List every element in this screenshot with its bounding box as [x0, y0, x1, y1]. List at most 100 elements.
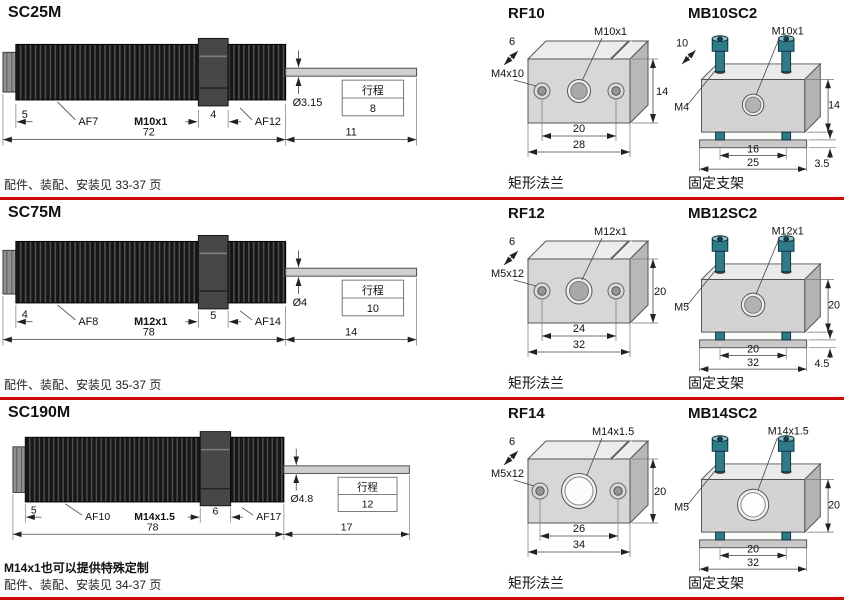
rear-cap	[12, 446, 26, 493]
flange-caption: 矩形法兰	[508, 575, 564, 591]
af-body-label: AF10	[85, 512, 110, 523]
bracket-title: MB10SC2	[688, 5, 758, 22]
piston-rod	[285, 67, 418, 77]
bracket-base-label: 3.5	[814, 158, 829, 170]
flange-drawing: 6 M5x12 M12x1 20 24 32	[491, 226, 666, 357]
front-len-label: 4	[22, 309, 28, 321]
bracket-column: MB14SC2	[670, 402, 844, 597]
bracket-screw-label: M4	[674, 102, 689, 114]
flange-width-label: 32	[573, 339, 585, 351]
flange-plate	[526, 239, 650, 325]
flange-column: RF10 6 M4x10 M10x1	[490, 2, 670, 197]
special-note: M14x1也可以提供特殊定制	[4, 561, 149, 575]
base-strip	[699, 539, 808, 549]
flange-dimensions: 6 M5x12 M12x1 20 24 32	[491, 226, 666, 357]
footer-note: 配件、装配、安装见 33-37 页	[4, 178, 162, 192]
piston-rod	[285, 267, 418, 277]
flange-hole-spacing-label: 26	[573, 523, 585, 535]
rod-len-label: 17	[341, 522, 353, 533]
absorber-drawing: Ø4 行程 10 4 AF8 M12x1 5 AF14	[2, 234, 418, 346]
product-section-sc75m: SC75M Ø4 行程 10	[0, 200, 844, 397]
cap-screw-right	[777, 35, 795, 141]
bracket-caption: 固定支架	[688, 575, 744, 591]
rod-dia-label: Ø4.8	[291, 494, 314, 505]
shock-absorber-column: SC75M Ø4 行程 10	[0, 202, 490, 397]
af-body-label: AF7	[78, 116, 98, 128]
cap-screw-left	[711, 35, 729, 141]
af-nut-label: AF14	[255, 316, 281, 328]
thread-label: M12x1	[134, 316, 167, 328]
bracket-block	[699, 462, 822, 549]
bracket-block	[699, 62, 822, 149]
stroke-label: 行程	[357, 481, 378, 494]
hex-nut	[197, 37, 229, 107]
bracket-thread-label: M12x1	[772, 226, 804, 238]
flange-screw-label: M5x12	[491, 468, 524, 480]
model-title: SC75M	[8, 204, 62, 221]
flange-height-label: 20	[654, 286, 666, 298]
bracket-drawing: 10 M4 M10x1 14 3.5	[674, 26, 840, 173]
section-divider	[0, 597, 844, 600]
body-len-label: 72	[143, 127, 155, 139]
piston-rod	[283, 465, 410, 474]
section-divider	[0, 197, 844, 200]
flange-column: RF12 6 M5x12 M12x1	[490, 202, 670, 397]
flange-thread-label: M14x1.5	[592, 426, 634, 438]
bracket-depth-label: 10	[676, 37, 688, 49]
flange-caption: 矩形法兰	[508, 375, 564, 391]
flange-hole-spacing-label: 24	[573, 323, 585, 335]
flange-height-label: 14	[656, 86, 668, 98]
bracket-dimensions: 10 M4 M10x1 14 3.5	[674, 26, 840, 173]
front-len-label: 5	[22, 109, 28, 121]
nut-len-label: 6	[213, 506, 219, 517]
bracket-screw-spacing-label: 20	[747, 544, 759, 556]
threaded-body-front	[227, 240, 287, 304]
base-dim: 3.5	[808, 129, 836, 170]
footer-note: 配件、装配、安装见 34-37 页	[4, 578, 162, 592]
flange-drawing: 6 M4x10 M10x1 14 20 28	[491, 26, 668, 157]
flange-width-label: 34	[573, 539, 585, 551]
threaded-body	[15, 240, 199, 304]
bracket-screw-spacing-label: 16	[747, 144, 759, 156]
absorber-body-group	[2, 234, 418, 310]
bracket-thread-label: M10x1	[772, 26, 804, 38]
flange-dimensions: 6 M5x12 M14x1.5 20 26 34	[491, 426, 666, 557]
stroke-value: 8	[370, 103, 376, 115]
flange-column: RF14 6 M5x12 M14x1.5	[490, 402, 670, 597]
model-title: SC190M	[8, 404, 71, 421]
bracket-thread-label: M14x1.5	[768, 426, 809, 438]
bracket-title: MB12SC2	[688, 205, 758, 222]
product-section-sc25m: SC25M Ø3.15 行程 8	[0, 0, 844, 197]
flange-thread-label: M12x1	[594, 226, 627, 238]
flange-thickness-label: 6	[509, 436, 515, 448]
cap-screw-left	[711, 235, 729, 341]
rear-cap	[2, 249, 17, 295]
bracket-drawing: M5 M14x1.5 20 20	[674, 426, 840, 573]
bracket-column: MB12SC2	[670, 202, 844, 397]
stroke-value: 12	[362, 500, 374, 511]
base-strip	[699, 139, 808, 149]
absorber-dimensions: Ø4 行程 10 4 AF8 M12x1 5 AF14	[2, 250, 417, 346]
shock-absorber-column: SC25M Ø3.15 行程 8	[0, 2, 490, 197]
bracket-screw-spacing-label: 20	[747, 344, 759, 356]
threaded-body	[15, 43, 199, 101]
model-title: SC25M	[8, 4, 62, 21]
flange-dimensions: 6 M4x10 M10x1 14 20 28	[491, 26, 668, 157]
bracket-caption: 固定支架	[688, 375, 744, 391]
bracket-screw-label: M5	[674, 502, 689, 514]
bracket-width-label: 32	[747, 357, 759, 369]
bracket-drawing: M5 M12x1 20 4.5 20	[674, 226, 840, 373]
absorber-body-group	[12, 431, 410, 507]
stroke-label: 行程	[362, 284, 384, 297]
stroke-value: 10	[367, 303, 379, 315]
base-dim: 4.5	[808, 329, 836, 370]
absorber-dimensions: Ø4.8 行程 12 5 AF10 M14x1.5 6 AF17	[12, 448, 410, 540]
bracket-title: MB14SC2	[688, 405, 758, 422]
af-nut-label: AF12	[255, 116, 281, 128]
flange-title: RF14	[508, 405, 545, 422]
cap-screw-left	[711, 435, 729, 541]
flange-caption: 矩形法兰	[508, 175, 564, 191]
flange-height-label: 20	[654, 486, 666, 498]
cap-screw-right	[777, 435, 795, 541]
section-divider	[0, 397, 844, 400]
